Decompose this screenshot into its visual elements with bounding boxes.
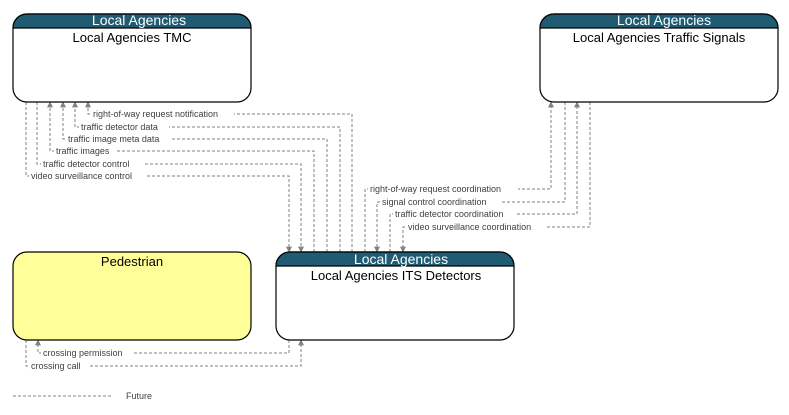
ped-its-flows	[25, 339, 304, 367]
label-traffic-detector-data: traffic detector data	[81, 122, 158, 132]
label-right-of-way-request-notification: right-of-way request notification	[93, 109, 218, 119]
flow-traffic-images[interactable]	[47, 101, 315, 252]
node-signals-name: Local Agencies Traffic Signals	[573, 30, 746, 45]
node-local-agencies-tmc[interactable]: Local Agencies Local Agencies TMC	[12, 12, 252, 103]
flow-crossing-call[interactable]	[25, 339, 304, 367]
legend: Future	[13, 391, 152, 401]
node-its-name: Local Agencies ITS Detectors	[311, 268, 482, 283]
node-its-group: Local Agencies	[354, 251, 448, 267]
node-tmc-name: Local Agencies TMC	[73, 30, 192, 45]
label-crossing-call: crossing call	[31, 361, 81, 371]
node-pedestrian-name: Pedestrian	[101, 254, 163, 269]
label-traffic-image-meta-data: traffic image meta data	[68, 134, 159, 144]
label-traffic-images: traffic images	[56, 146, 110, 156]
flow-traffic-detector-data[interactable]	[72, 101, 341, 252]
flow-video-surveillance-coordination[interactable]	[400, 102, 591, 253]
label-traffic-detector-coordination: traffic detector coordination	[395, 209, 503, 219]
flow-labels: right-of-way request notification traffi…	[29, 109, 547, 371]
label-right-of-way-request-coordination: right-of-way request coordination	[370, 184, 501, 194]
legend-future-label: Future	[126, 391, 152, 401]
tmc-its-flows	[25, 101, 353, 253]
node-pedestrian[interactable]: Pedestrian	[12, 251, 252, 341]
label-video-surveillance-control: video surveillance control	[31, 171, 132, 181]
flow-signal-control-coordination[interactable]	[374, 102, 566, 253]
flow-traffic-detector-control[interactable]	[36, 102, 304, 253]
flow-crossing-permission[interactable]	[35, 339, 290, 354]
flow-traffic-image-meta-data[interactable]	[60, 101, 328, 252]
node-tmc-group: Local Agencies	[92, 12, 186, 28]
label-video-surveillance-coordination: video surveillance coordination	[408, 222, 531, 232]
label-signal-control-coordination: signal control coordination	[382, 197, 487, 207]
label-traffic-detector-control: traffic detector control	[43, 159, 129, 169]
label-crossing-permission: crossing permission	[43, 348, 123, 358]
flow-video-surveillance-control[interactable]	[25, 102, 292, 253]
node-local-agencies-its-detectors[interactable]: Local Agencies Local Agencies ITS Detect…	[275, 251, 515, 341]
node-signals-group: Local Agencies	[617, 12, 711, 28]
node-local-agencies-traffic-signals[interactable]: Local Agencies Local Agencies Traffic Si…	[539, 12, 779, 103]
